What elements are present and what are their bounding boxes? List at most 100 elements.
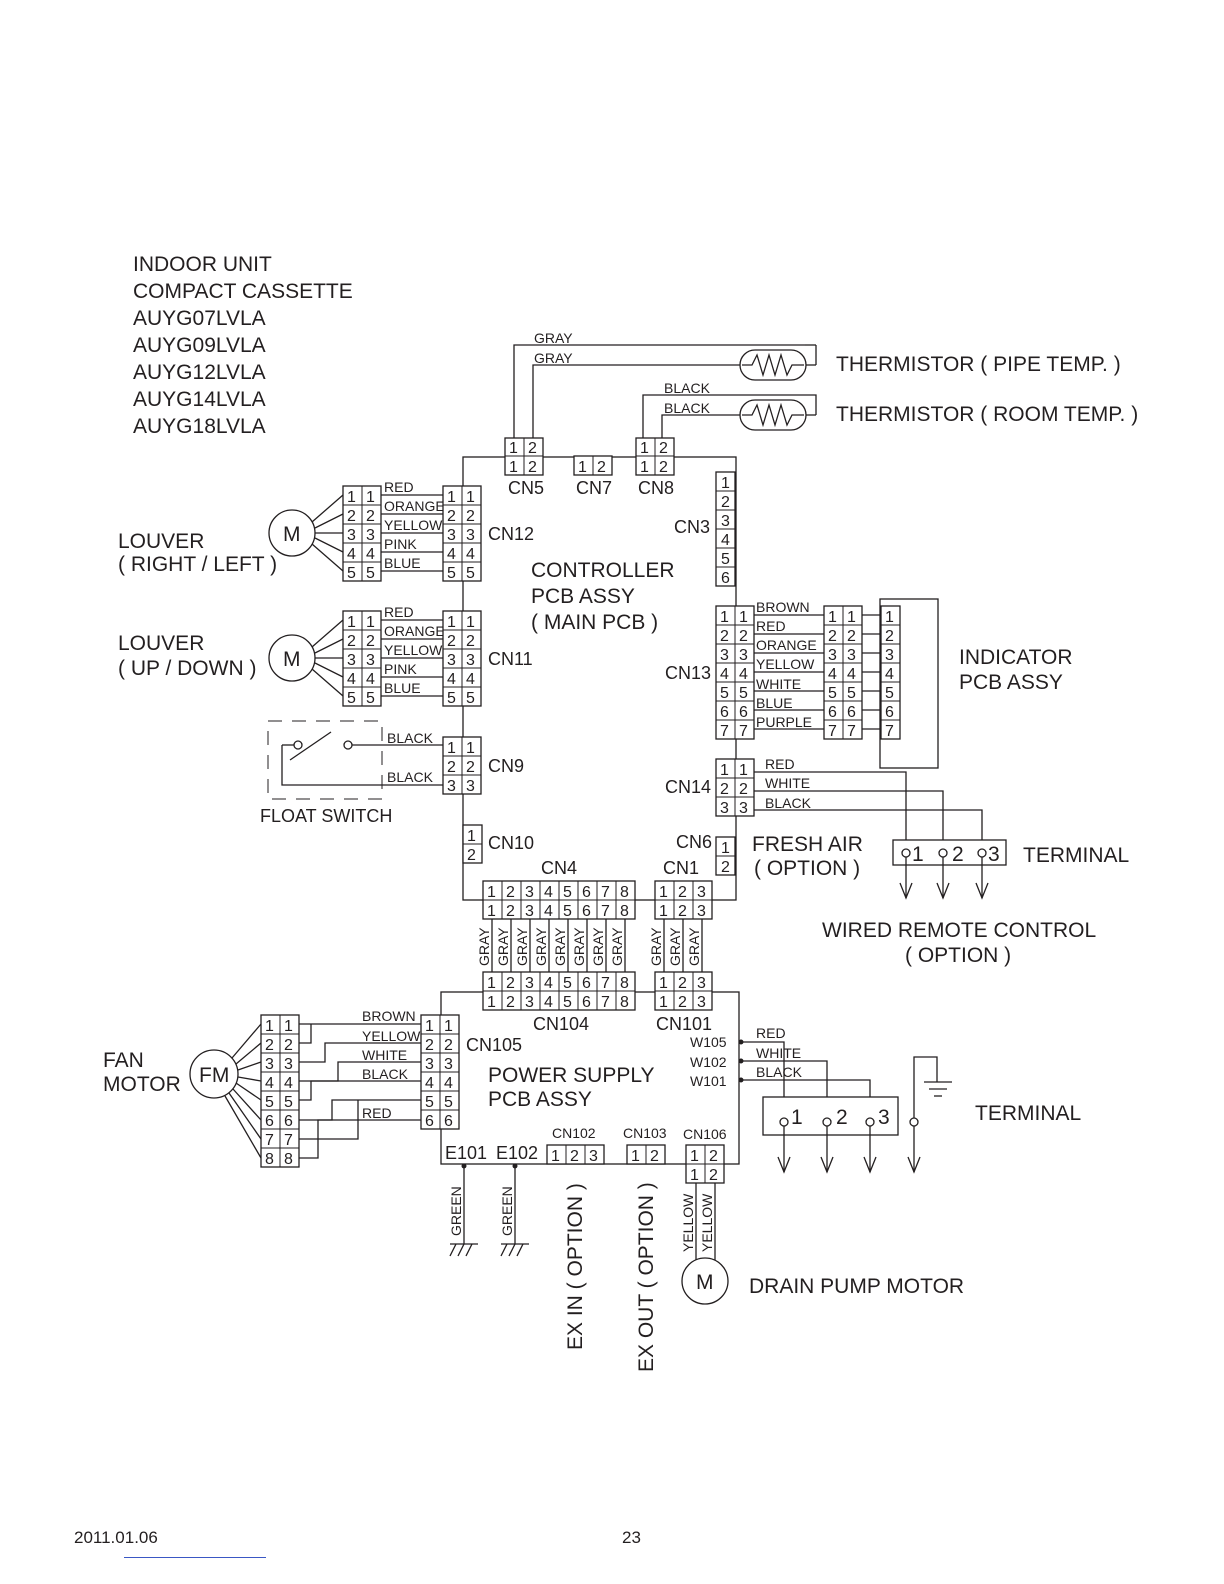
svg-text:7: 7 [601,903,610,920]
connector-label: CN102 [552,1125,596,1141]
wire-label: PINK [384,536,417,552]
svg-text:3: 3 [444,1056,453,1073]
svg-text:3: 3 [366,652,375,669]
connector-label: CN5 [508,478,544,498]
wire-label: YELLOW [362,1028,421,1044]
svg-text:1: 1 [487,903,496,920]
svg-text:6: 6 [847,704,856,721]
svg-text:3: 3 [697,994,706,1011]
drain-pump: YELLOW YELLOW M DRAIN PUMP MOTOR [680,1183,964,1305]
wire-label: RED [756,1025,786,1041]
svg-text:3: 3 [425,1056,434,1073]
svg-text:6: 6 [582,903,591,920]
svg-text:6: 6 [582,994,591,1011]
svg-text:3: 3 [721,513,730,530]
svg-text:6: 6 [582,975,591,992]
svg-text:5: 5 [347,690,356,707]
svg-text:3: 3 [828,647,837,664]
svg-text:6: 6 [582,884,591,901]
svg-text:2: 2 [366,633,375,650]
svg-text:1: 1 [466,489,475,506]
svg-text:2: 2 [444,1037,453,1054]
wire-label: YELLOW [699,1193,715,1252]
svg-text:4: 4 [447,671,456,688]
svg-text:4: 4 [720,666,729,683]
connector-label: CN11 [488,649,533,669]
wire-label: GRAY [667,927,683,966]
ex-in-label: EX IN ( OPTION ) [564,1183,587,1350]
svg-text:7: 7 [720,723,729,740]
svg-text:5: 5 [265,1094,274,1111]
svg-text:3: 3 [697,903,706,920]
fan-motor-icon [189,1049,239,1099]
model-number: AUYG14LVLA [133,388,266,411]
svg-text:1: 1 [690,1167,699,1184]
connector-label: CN3 [674,517,710,537]
louver-label: LOUVER [118,530,204,553]
svg-text:6: 6 [425,1113,434,1130]
svg-text:3: 3 [366,527,375,544]
wire-label: ORANGE [384,623,445,639]
wired-remote-label: ( OPTION ) [905,944,1011,967]
svg-text:1: 1 [551,1148,560,1165]
svg-text:8: 8 [620,994,629,1011]
wire-label: BLACK [664,380,711,396]
svg-text:6: 6 [265,1113,274,1130]
wire-label: WHITE [362,1047,407,1063]
svg-text:4: 4 [265,1075,274,1092]
controller-pcb-outline [462,456,737,901]
svg-text:2: 2 [347,508,356,525]
svg-text:5: 5 [885,685,894,702]
footer-link-underline[interactable] [124,1557,266,1558]
wire-label: RED [362,1105,392,1121]
wire-label: RED [384,479,414,495]
svg-text:7: 7 [601,975,610,992]
svg-text:4: 4 [544,884,553,901]
connector-label: CN101 [656,1014,712,1034]
svg-text:2: 2 [650,1148,659,1165]
svg-text:8: 8 [284,1151,293,1168]
svg-text:7: 7 [601,994,610,1011]
wire-label: PINK [384,661,417,677]
connector-label: CN4 [541,858,577,878]
wire-label: BLACK [756,1064,803,1080]
svg-text:1: 1 [466,614,475,631]
svg-text:8: 8 [620,903,629,920]
connector-label: CN13 [665,663,711,683]
svg-text:4: 4 [466,546,475,563]
svg-text:1: 1 [466,740,475,757]
wire-label: GRAY [534,330,573,346]
svg-text:1: 1 [509,440,518,457]
svg-text:1: 1 [444,1018,453,1035]
title-line: INDOOR UNIT [133,253,272,276]
model-number: AUYG12LVLA [133,361,266,384]
svg-text:3: 3 [265,1056,274,1073]
svg-text:4: 4 [366,546,375,563]
svg-text:7: 7 [284,1132,293,1149]
arrow-down-icon [820,1156,834,1174]
svg-text:1: 1 [425,1018,434,1035]
arrow-down-icon [863,1156,877,1174]
wire-label: GRAY [590,927,606,966]
drain-pump-label: DRAIN PUMP MOTOR [749,1275,964,1298]
svg-text:2: 2 [466,759,475,776]
wire-label: BLACK [664,400,711,416]
svg-text:1: 1 [720,609,729,626]
connector-label: W102 [690,1054,727,1070]
svg-text:1: 1 [659,903,668,920]
power-terminal: 1 2 3 TERMINAL [762,1056,1081,1174]
svg-text:4: 4 [366,671,375,688]
svg-text:5: 5 [563,994,572,1011]
connector-cn3: 123 456 CN3 [674,471,736,587]
svg-text:5: 5 [425,1094,434,1111]
wire-label: GRAY [495,927,511,966]
louver-label: ( RIGHT / LEFT ) [118,553,277,576]
svg-text:5: 5 [563,975,572,992]
title-line: COMPACT CASSETTE [133,280,353,303]
wire-label: GRAY [534,350,573,366]
terminal-pin: 1 [791,1106,803,1129]
